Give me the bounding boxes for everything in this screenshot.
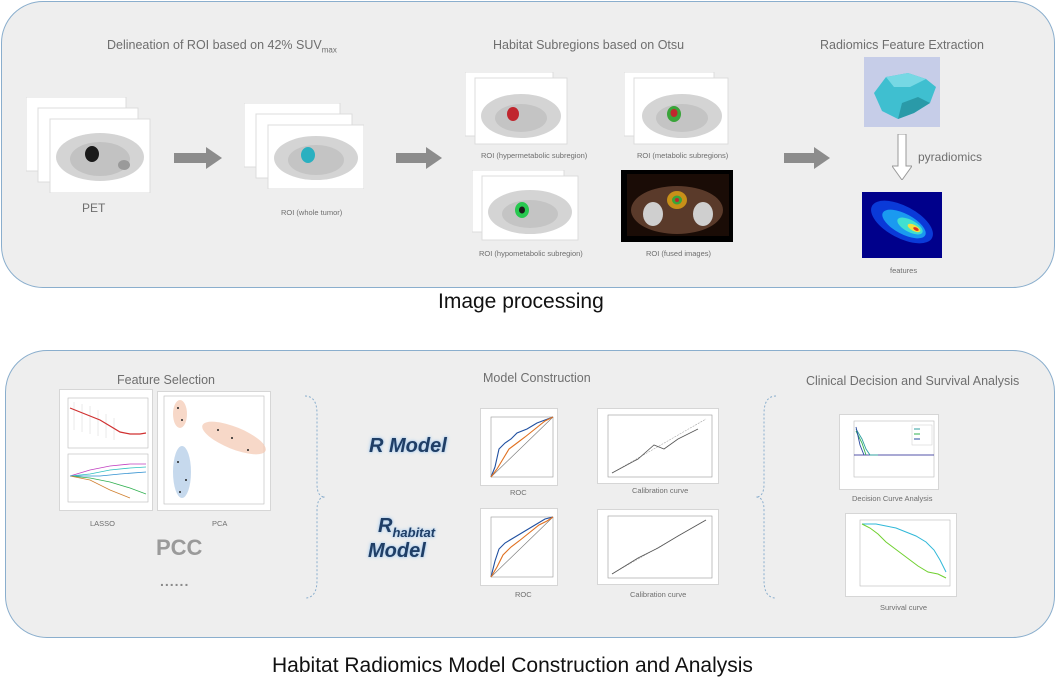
roc-2-label: ROC xyxy=(515,590,532,599)
lasso-plot xyxy=(60,390,152,510)
roc-plot-1 xyxy=(481,409,557,485)
survival-label: Survival curve xyxy=(880,603,928,612)
roi-hyper-label: ROI (hypermetabolic subregion) xyxy=(481,151,588,160)
r-habitat-subscript: habitat xyxy=(392,525,436,540)
roi-fused-label: ROI (fused images) xyxy=(646,249,712,258)
ellipsis-label: ...... xyxy=(160,573,190,589)
roi-metabolic-scan xyxy=(624,72,729,145)
calibration-plot-2 xyxy=(598,510,718,584)
features-heatmap-image xyxy=(862,192,942,258)
roc-plot-2 xyxy=(481,509,557,585)
survival-curve-plot xyxy=(846,514,956,596)
pet-label: PET xyxy=(82,201,106,215)
habitat-model-title: Habitat Radiomics Model Construction and… xyxy=(272,654,753,677)
roi-hyper-scan xyxy=(465,72,568,145)
features-label: features xyxy=(890,266,918,275)
roc-1-label: ROC xyxy=(510,488,527,497)
calibration-2-label: Calibration curve xyxy=(630,590,687,599)
delineation-heading-subscript: max xyxy=(321,45,337,55)
lasso-label: LASSO xyxy=(90,519,116,528)
delineation-heading: Delineation of ROI based on 42% SUVmax xyxy=(107,38,337,55)
brace-right-divider xyxy=(755,395,777,599)
tumor-mesh-image xyxy=(864,57,940,127)
arrow-right-icon xyxy=(784,147,830,169)
pcc-label: PCC xyxy=(156,535,203,560)
roi-whole-tumor-stack xyxy=(244,103,364,189)
pet-scan-stack xyxy=(26,97,151,193)
r-habitat-model-label: Rhabitat Model xyxy=(368,515,436,562)
arrow-down-icon xyxy=(892,134,912,180)
roi-fused-scan xyxy=(621,170,733,242)
habitat-heading: Habitat Subregions based on Otsu xyxy=(493,38,685,52)
dca-label: Decision Curve Analysis xyxy=(852,494,933,503)
pca-label: PCA xyxy=(212,519,228,528)
roi-whole-label: ROI (whole tumor) xyxy=(281,208,343,217)
calibration-plot-1 xyxy=(598,409,718,483)
delineation-heading-text: Delineation of ROI based on 42% SUV xyxy=(107,38,322,52)
r-habitat-letter: R xyxy=(378,515,393,537)
decision-curve-plot xyxy=(840,415,938,489)
model-construction-heading: Model Construction xyxy=(483,371,591,385)
roi-hypo-scan xyxy=(472,170,579,241)
pyradiomics-label: pyradiomics xyxy=(918,150,983,164)
brace-left-divider xyxy=(304,395,326,599)
pca-plot xyxy=(158,392,270,510)
arrow-right-icon xyxy=(396,147,442,169)
r-model-label: R Model xyxy=(369,435,447,457)
roi-hypo-label: ROI (hypometabolic subregion) xyxy=(479,249,583,258)
radiomics-heading: Radiomics Feature Extraction xyxy=(820,38,984,52)
feature-selection-heading: Feature Selection xyxy=(117,373,215,387)
arrow-right-icon xyxy=(174,147,222,169)
r-habitat-model-word: Model xyxy=(368,540,426,563)
image-processing-title: Image processing xyxy=(438,290,604,313)
calibration-1-label: Calibration curve xyxy=(632,486,689,495)
roi-metabolic-label: ROI (metabolic subregions) xyxy=(637,151,729,160)
clinical-heading: Clinical Decision and Survival Analysis xyxy=(806,374,1020,388)
